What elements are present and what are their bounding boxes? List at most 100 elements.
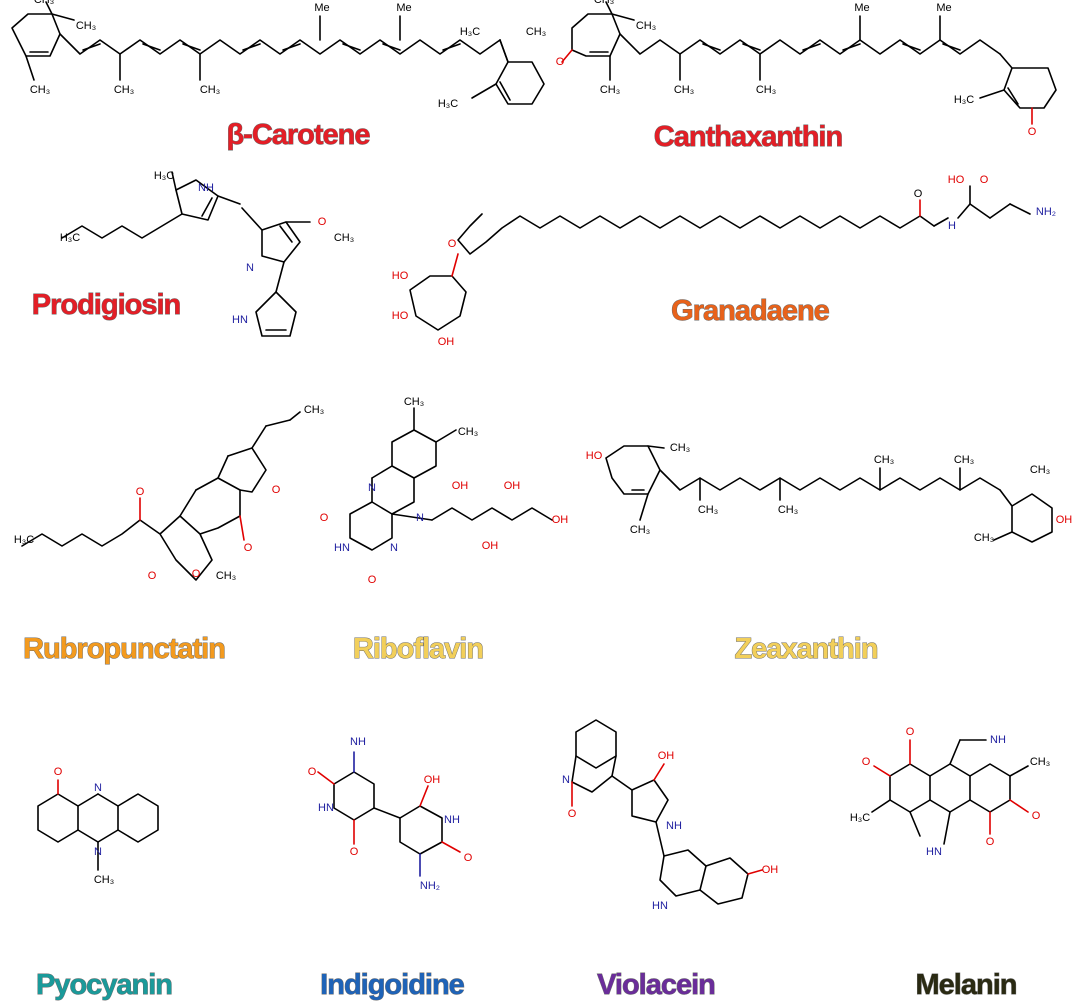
atom-label: O [192,568,201,580]
atom-label: Me [314,2,329,14]
atom-label: O [986,836,995,848]
atom-label: HN [652,900,668,912]
atom-label: CH₃ [404,396,424,408]
atom-label: OH [424,774,441,786]
atom-label: N [390,542,398,554]
atom-label: O [308,766,317,778]
atom-label: O [464,852,473,864]
atom-label: O [980,174,989,186]
atom-label: CH₃ [94,874,114,886]
rubropunctatin-structure: H₃C O O O CH₃ O O CH₃ [14,404,324,582]
atom-label: O [914,188,923,200]
atom-label: CH₃ [216,570,236,582]
atom-label: OH [482,540,499,552]
atom-label: CH₃ [630,524,650,536]
atom-label: O [244,542,253,554]
atom-label: O [862,756,871,768]
atom-label: O [148,570,157,582]
atom-label: HN [926,846,942,858]
atom-label: H₃C [460,26,480,38]
atom-label: CH₃ [1030,464,1050,476]
riboflavin-structure: CH₃ CH₃ N N O HN N O OH OH OH OH [320,396,569,586]
pigment-name: Riboflavin [353,633,483,665]
atom-label: H₃C [154,170,174,182]
atom-label: NH [350,736,366,748]
atom-label: CH₃ [954,454,974,466]
atom-label: N [416,512,424,524]
atom-label: O [556,56,565,68]
atom-label: OH [552,514,569,526]
atom-label: HN [232,314,248,326]
pigment-name: Granadaene [671,295,829,327]
atom-label: H₃C [438,98,458,110]
atom-label: CH₃ [874,454,894,466]
atom-label: OH [504,480,521,492]
atom-label: NH₂ [1036,206,1056,218]
atom-label: H [948,220,956,232]
atom-label: CH₃ [458,426,478,438]
atom-label: CH₃ [636,20,656,32]
atom-label: OH [1056,514,1073,526]
atom-label: CH₃ [304,404,324,416]
atom-label: O [318,216,327,228]
pigment-name: Prodigiosin [32,289,181,321]
atom-label: CH₃ [34,0,54,6]
pigment-name: Zeaxanthin [734,633,877,665]
atom-label: O [54,766,63,778]
atom-label: NH [198,182,214,194]
atom-label: CH₃ [1030,756,1050,768]
atom-label: Me [854,2,869,14]
atom-label: OH [452,480,469,492]
atom-label: H₃C [850,812,870,824]
atom-label: N [246,262,254,274]
granadaene-structure: O H HO O NH₂ O HO HO OH [392,174,1056,348]
atom-label: OH [438,336,455,348]
canthaxanthin-structure: O CH₃ CH₃ CH₃ CH₃ CH₃ Me Me H₃C O [556,0,1057,138]
atom-label: CH₃ [600,84,620,96]
atom-label: OH [762,864,779,876]
atom-label: CH₃ [778,504,798,516]
atom-label: HO [392,310,409,322]
atom-label: OH [658,750,675,762]
atom-label: H₃C [954,94,974,106]
atom-label: CH₃ [200,84,220,96]
pigment-name: Indigoidine [320,969,465,1001]
indigoidine-structure: NH O HN O OH NH O NH₂ [308,736,473,892]
atom-label: NH [990,734,1006,746]
beta-carotene-structure: CH₃ CH₃ CH₃ CH₃ CH₃ Me Me H₃C CH₃ H₃C [11,0,546,110]
violacein-structure: N O OH NH HN OH [562,719,779,912]
atom-label: O [1032,810,1041,822]
atom-label: Me [936,2,951,14]
atom-label: HO [586,450,603,462]
pigment-name: Canthaxanthin [654,121,842,153]
atom-label: CH₃ [526,26,546,38]
atom-label: CH₃ [698,504,718,516]
atom-label: O [368,574,377,586]
atom-label: CH₃ [594,0,614,6]
zeaxanthin-structure: HO CH₃ CH₃ CH₃ CH₃ CH₃ CH₃ CH₃ CH₃ OH [586,442,1073,544]
atom-label: CH₃ [670,442,690,454]
atom-label: NH [444,814,460,826]
pigment-name: Rubropunctatin [23,633,225,665]
atom-label: O [1028,126,1037,138]
atom-label: O [136,486,145,498]
melanin-structure: O O NH CH₃ O O H₃C HN [850,726,1050,858]
atom-label: O [906,726,915,738]
pigment-name: β-Carotene [226,119,370,151]
atom-label: N [94,782,102,794]
atom-label: O [350,846,359,858]
atom-label: NH₂ [420,880,440,892]
atom-label: Me [396,2,411,14]
atom-label: CH₃ [334,232,354,244]
atom-label: O [320,512,329,524]
atom-label: HO [948,174,965,186]
atom-label: CH₃ [974,532,994,544]
atom-label: O [568,808,577,820]
atom-label: CH₃ [674,84,694,96]
atom-label: CH₃ [756,84,776,96]
atom-label: O [272,484,281,496]
atom-label: N [94,846,102,858]
atom-label: H₃C [14,534,34,546]
atom-label: NH [666,820,682,832]
